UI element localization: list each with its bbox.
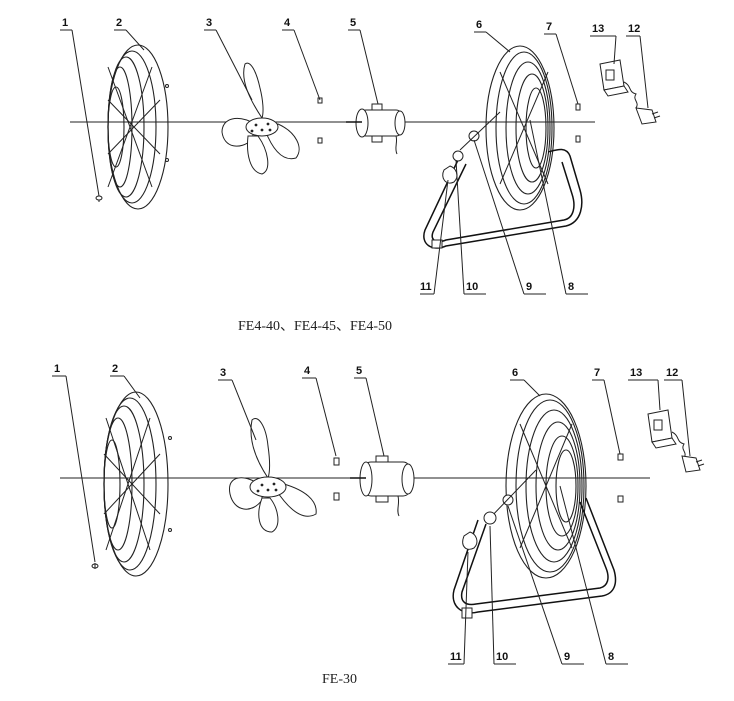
callout-5: 5 [356, 365, 362, 377]
panel-bottom: 1 2 3 4 5 6 7 13 12 11 10 9 8 FE-30 [52, 363, 705, 687]
callout-9: 9 [564, 651, 570, 663]
part-knob-assembly [442, 111, 501, 184]
part-power-plug [623, 81, 661, 125]
callout-10: 10 [496, 651, 508, 663]
panel-top: 1 2 3 4 5 6 7 13 12 11 10 9 8 FE4-40、FE4… [60, 17, 661, 334]
part-rear-guard [103, 391, 172, 577]
part-seven-screws [575, 103, 581, 143]
callout-11: 11 [450, 651, 462, 663]
part-small-screws [333, 457, 340, 501]
callout-6: 6 [512, 367, 518, 379]
callout-1: 1 [54, 363, 60, 375]
callout-4: 4 [304, 365, 311, 377]
part-blade [229, 418, 317, 533]
callout-8: 8 [568, 281, 574, 293]
part-knob-assembly [462, 469, 537, 550]
callout-10: 10 [466, 281, 478, 293]
callout-2: 2 [112, 363, 118, 375]
part-motor [350, 455, 415, 517]
part-switch [647, 409, 677, 449]
part-switch [599, 59, 629, 97]
callout-5: 5 [350, 17, 356, 29]
callout-3: 3 [220, 367, 226, 379]
part-screw [91, 563, 99, 569]
callout-2: 2 [116, 17, 122, 29]
part-rear-guard [107, 44, 169, 210]
panel-caption: FE4-40、FE4-45、FE4-50 [238, 319, 392, 334]
callout-11: 11 [420, 281, 432, 293]
leader-lines-top [60, 29, 649, 295]
part-motor [346, 103, 406, 155]
callout-13: 13 [592, 23, 604, 35]
part-front-guard [505, 393, 587, 579]
callout-4: 4 [284, 17, 291, 29]
callout-7: 7 [546, 21, 552, 33]
callout-3: 3 [206, 17, 212, 29]
callout-13: 13 [630, 367, 642, 379]
callout-12: 12 [666, 367, 678, 379]
callout-1: 1 [62, 17, 68, 29]
part-base-frame [423, 148, 583, 249]
panel-caption: FE-30 [322, 672, 357, 687]
callout-7: 7 [594, 367, 600, 379]
part-power-plug [671, 431, 705, 473]
callout-9: 9 [526, 281, 532, 293]
part-seven-screws [617, 453, 624, 503]
part-front-guard [485, 45, 555, 211]
callout-8: 8 [608, 651, 614, 663]
callout-12: 12 [628, 23, 640, 35]
part-base-frame [452, 497, 617, 619]
part-small-screws [317, 97, 323, 144]
part-blade [221, 62, 300, 175]
callout-6: 6 [476, 19, 482, 31]
part-screw [95, 195, 103, 202]
leader-lines-bottom [52, 375, 691, 665]
